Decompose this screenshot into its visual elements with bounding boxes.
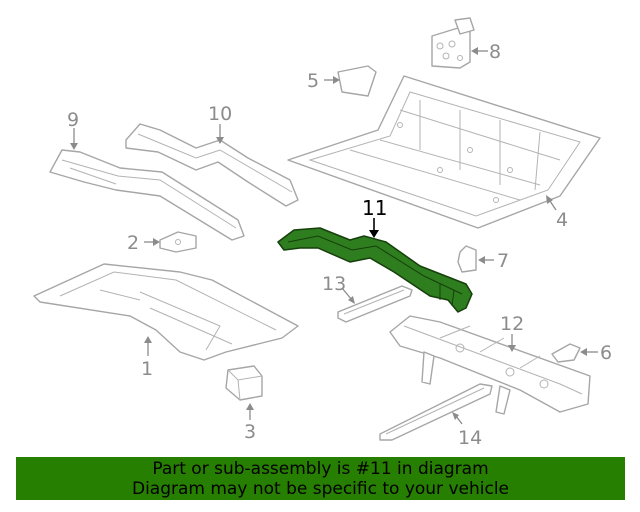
svg-text:1: 1 [141, 358, 153, 380]
part-10 [125, 123, 299, 207]
banner-line-1: Part or sub-assembly is #11 in diagram [152, 459, 489, 479]
svg-text:13: 13 [322, 273, 346, 295]
svg-text:3: 3 [244, 421, 256, 443]
part-4 [287, 75, 601, 229]
part-11-highlighted [277, 227, 473, 313]
callout-10: 10 [208, 103, 232, 144]
callout-14: 14 [452, 412, 482, 449]
svg-text:7: 7 [497, 250, 509, 272]
callout-8: 8 [471, 41, 501, 63]
callout-6: 6 [580, 342, 612, 364]
part-2 [159, 231, 197, 253]
svg-text:6: 6 [600, 342, 612, 364]
callout-11: 11 [362, 196, 387, 238]
part-14 [379, 383, 493, 441]
part-3 [225, 365, 263, 401]
part-13 [337, 285, 413, 323]
svg-text:12: 12 [500, 313, 524, 335]
part-8 [431, 17, 475, 69]
callout-4: 4 [546, 195, 568, 231]
part-5 [337, 65, 377, 97]
svg-text:2: 2 [127, 232, 139, 254]
callout-5: 5 [307, 70, 340, 92]
svg-text:8: 8 [489, 41, 501, 63]
part-9 [49, 149, 245, 241]
info-banner: Part or sub-assembly is #11 in diagram D… [16, 457, 625, 500]
callout-7: 7 [478, 250, 509, 272]
callout-2: 2 [127, 232, 160, 254]
callout-9: 9 [67, 109, 79, 150]
svg-text:9: 9 [67, 109, 79, 131]
part-7 [457, 245, 477, 273]
callout-3: 3 [244, 403, 256, 443]
banner-line-2: Diagram may not be specific to your vehi… [131, 479, 509, 499]
parts-diagram: 8 5 4 9 [33, 17, 612, 449]
svg-text:10: 10 [208, 103, 232, 125]
callout-13: 13 [322, 273, 355, 304]
callout-12: 12 [500, 313, 524, 352]
svg-text:14: 14 [458, 427, 482, 449]
svg-text:11: 11 [362, 196, 387, 220]
svg-text:5: 5 [307, 70, 319, 92]
svg-text:4: 4 [556, 209, 568, 231]
part-6 [551, 343, 581, 363]
part-1 [33, 263, 299, 361]
callout-1: 1 [141, 336, 153, 380]
part-12 [389, 315, 591, 415]
